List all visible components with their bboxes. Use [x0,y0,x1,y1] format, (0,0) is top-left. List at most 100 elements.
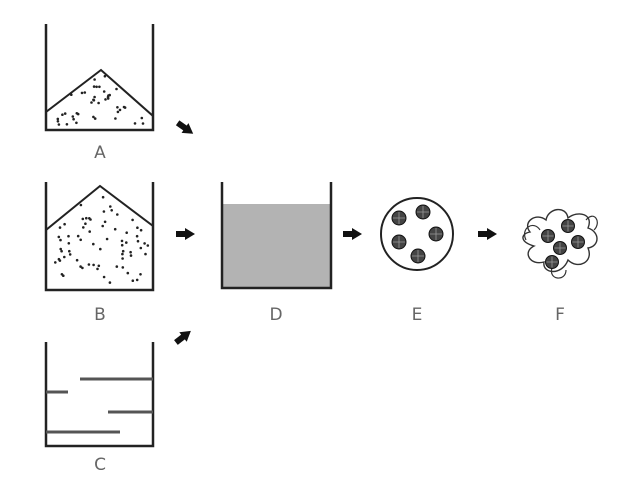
particle-dot [58,226,62,229]
sphere-highlight [412,250,424,262]
particle-dot [92,242,95,246]
particle-dot [85,216,88,220]
particle-dot [82,226,85,229]
particle-dot [115,87,118,91]
particle-dot [143,242,146,245]
particle-dot [99,247,102,251]
particle-dot [102,275,106,279]
particle-dot [129,254,133,257]
label-a: A [94,143,106,163]
particle-dot [144,252,147,256]
particle-dot [56,117,60,121]
sphere-highlight [417,206,429,218]
particle-dot [88,217,91,220]
sphere-highlight [393,212,405,224]
particle-dot [121,266,125,269]
particle-dot [88,230,91,233]
container-a [44,24,155,132]
particle-dot [105,237,109,241]
particle-dot [146,244,150,247]
cluster-f-outline [522,208,598,273]
particle-dot [68,249,71,253]
sphere-highlight [546,256,558,268]
particle-dot [121,252,124,256]
particle-dot [96,267,99,271]
container-d [220,182,333,290]
particle-dot [83,91,87,94]
arrow-d-to-e [343,228,362,240]
particle-dot [61,113,64,116]
label-b: B [94,305,106,325]
cluster-f-strands [524,215,598,279]
particle-dot [68,253,72,256]
container-b-walls [44,182,155,292]
particle-dot [63,255,66,259]
particle-dot [102,90,106,93]
container-a-walls [44,24,155,132]
container-b-particles [54,195,150,284]
droplet-e [380,197,454,271]
particle-dot [110,209,113,212]
particle-dot [59,238,62,242]
particle-dot [56,120,60,123]
particle-dot [101,224,104,228]
particle-dot [114,117,117,120]
particle-dot [95,85,98,89]
particle-dot [79,265,82,268]
particle-dot [136,226,139,229]
particle-dot [116,106,119,109]
particle-dot [140,116,144,120]
container-d-liquid [222,204,331,288]
particle-dot [115,265,119,268]
particle-dot [71,115,75,118]
particle-dot [98,85,101,89]
particle-dot [62,274,65,278]
particle-dot [135,234,139,238]
arrow-b-to-d [176,228,195,240]
particle-dot [93,117,97,120]
particle-dot [133,122,137,125]
particle-dot [87,263,91,266]
particle-dot [57,235,61,239]
particle-dot [75,258,79,262]
particle-dot [121,257,124,260]
particle-dot [57,123,61,126]
particle-dot [92,263,95,267]
sphere-highlight [430,228,442,240]
particle-dot [109,205,112,208]
particle-dot [116,110,120,114]
particle-dot [92,115,95,119]
sphere-highlight [562,220,574,232]
particle-dot [141,122,145,125]
particle-dot [75,112,79,115]
particle-dot [125,241,128,244]
particle-dot [116,213,119,216]
particle-dot [72,117,75,121]
particle-dot [104,98,107,101]
particle-dot [75,121,78,125]
particle-dot [121,249,125,253]
particle-dot [129,250,132,254]
particle-dot [63,222,66,226]
particle-dot [93,95,96,99]
particle-dot [80,91,84,95]
particle-dot [76,234,80,238]
particle-dot [113,227,117,231]
particle-dot [102,210,106,213]
particle-dot [60,249,63,253]
particle-dot [103,220,107,224]
particle-dot [79,238,82,242]
label-c: C [94,455,106,475]
particle-dot [139,273,142,276]
particle-dot [120,243,124,247]
particle-dot [139,246,143,250]
particle-dot [93,78,96,81]
particle-dot [97,101,100,105]
arrow-c-to-d [174,330,191,345]
particle-dot [59,247,62,251]
cluster-f-particles [541,219,585,269]
label-f: F [555,305,565,325]
particle-dot [81,217,85,221]
particle-dot [92,98,95,102]
